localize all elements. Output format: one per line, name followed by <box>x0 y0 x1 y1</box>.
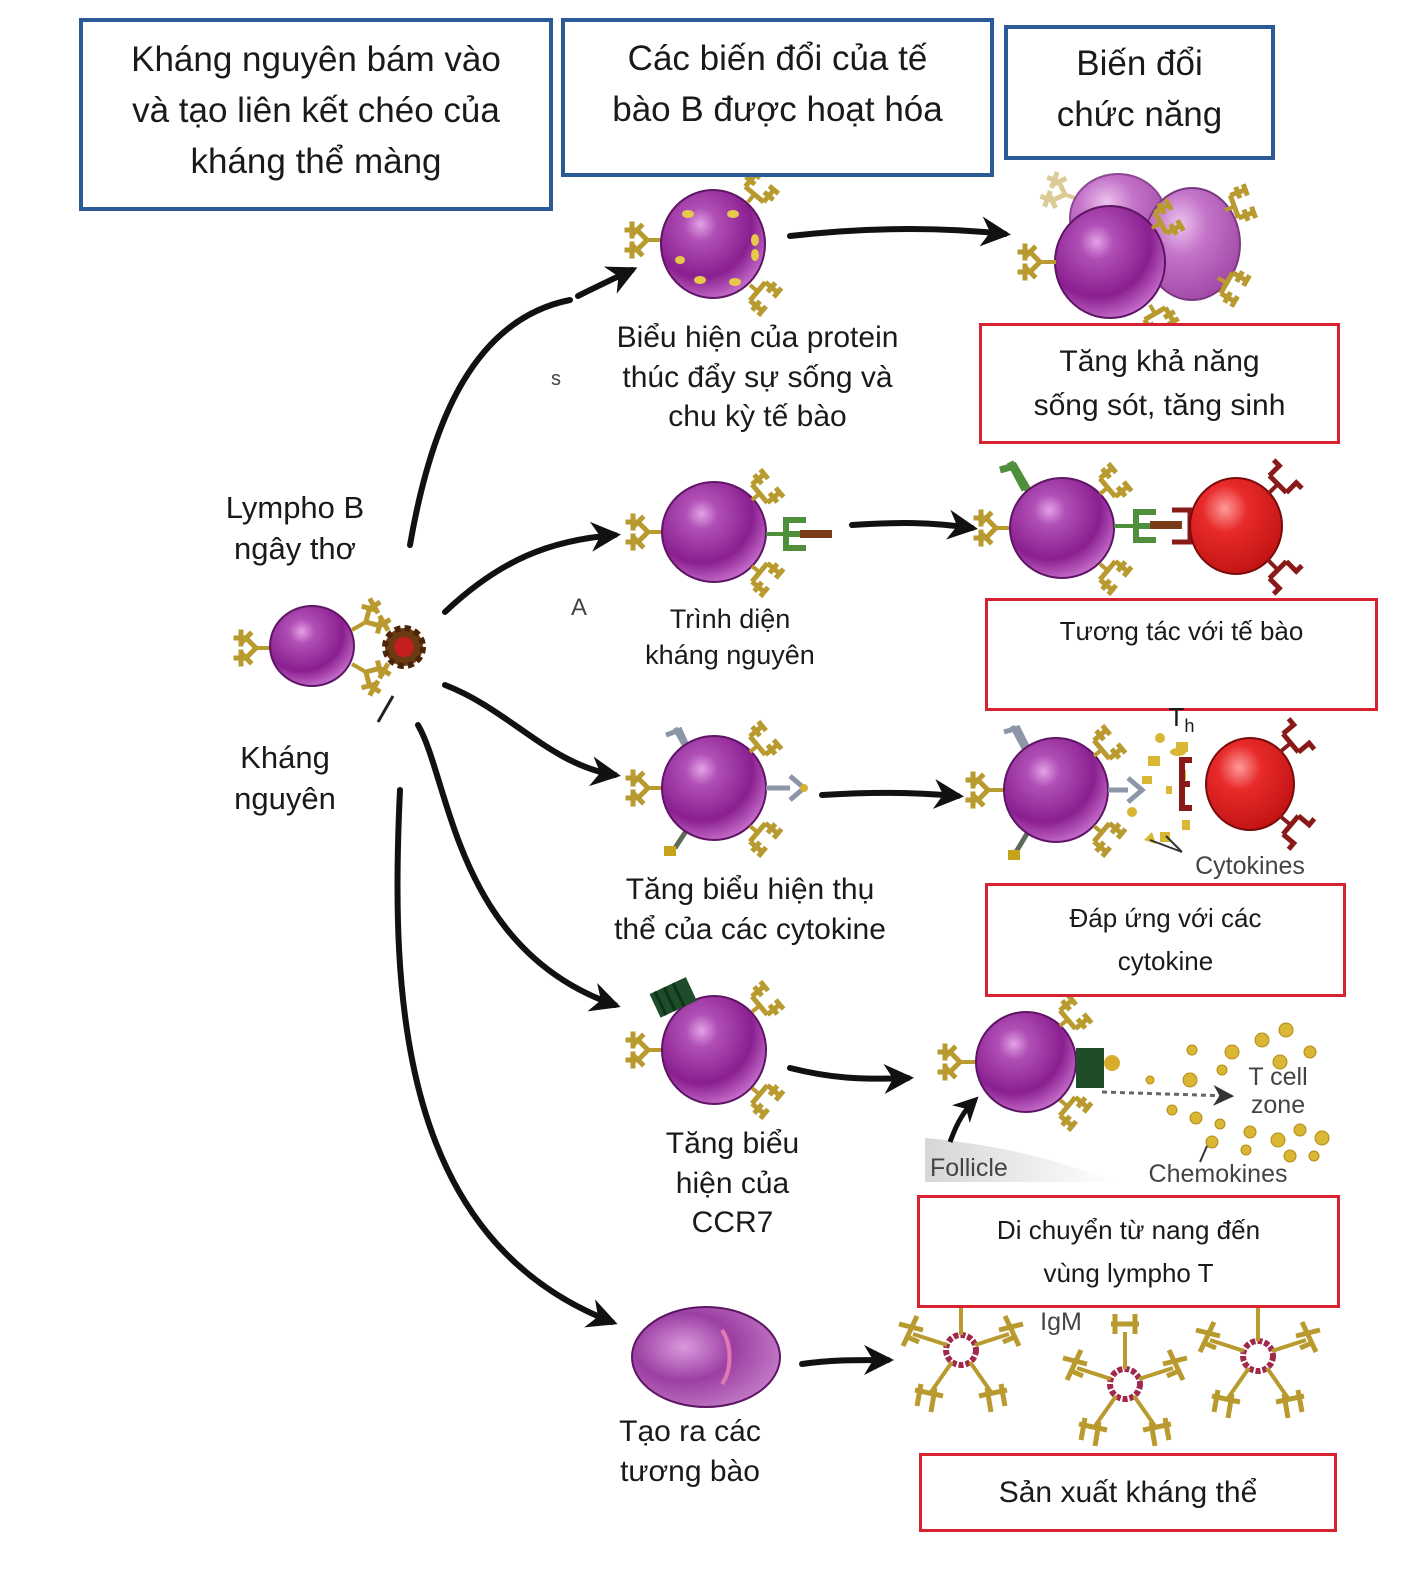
b-cell-t-cell-interaction <box>976 460 1302 594</box>
t-cell-zone-annotation: T cell zone <box>1248 1063 1308 1119</box>
cytokine-pointer <box>1165 835 1183 853</box>
function-th-text: Tương tác với tế bào Th <box>1060 568 1304 742</box>
follicle-arrow <box>947 1096 979 1143</box>
header-functional-changes-text: Biến đổi chức năng <box>1056 43 1223 134</box>
function-survival-proliferation: Tăng khả năng sống sót, tăng sinh <box>979 323 1340 444</box>
function-antibody-text: Sản xuất kháng thể <box>998 1475 1258 1509</box>
activated-b-cell-ccr7 <box>628 977 783 1118</box>
step-antigen-presentation: Trình diện kháng nguyên <box>645 604 815 670</box>
follicle-region <box>925 1138 1115 1182</box>
function-survival-text: Tăng khả năng sống sót, tăng sinh <box>1033 345 1286 422</box>
function-th-t: T <box>1168 702 1185 733</box>
stray-letter-s: s <box>551 368 561 390</box>
function-cytokine-text: Đáp ứng với các cytokine <box>1069 903 1262 976</box>
arrow-survival-result <box>787 216 1011 247</box>
activated-b-cell-survival <box>627 171 781 316</box>
function-migration-text: Di chuyển từ nang đến vùng lympho T <box>996 1214 1261 1288</box>
cytokine-pointer <box>1149 839 1183 853</box>
arrow-to-ccr7 <box>415 722 621 1012</box>
arrow-cytokine-result <box>819 779 964 809</box>
arrow-to-cytokine-receptor <box>442 682 621 787</box>
activated-b-cell-cytokine-receptors <box>628 721 808 856</box>
arrow-presentation-result <box>849 509 978 540</box>
function-th-main: Tương tác với tế bào <box>1059 616 1304 647</box>
header-antigen-binding: Kháng nguyên bám vào và tạo liên kết ché… <box>79 18 553 211</box>
follicle-annotation: Follicle <box>930 1154 1008 1182</box>
mhc-peptide-icon <box>766 517 832 551</box>
header-activated-b-changes-text: Các biến đổi của tế bào B được hoạt hóa <box>612 38 943 129</box>
step-ccr7-expression: Tăng biểu hiện của CCR7 <box>665 1127 800 1240</box>
function-migration: Di chuyển từ nang đến vùng lympho T <box>917 1195 1340 1308</box>
naive-b-cell-label: Lympho B ngây thơ <box>225 490 365 566</box>
header-functional-changes: Biến đổi chức năng <box>1004 25 1275 160</box>
stray-letter-a: A <box>570 594 587 621</box>
b-cell-cytokine-response <box>968 719 1314 860</box>
function-th-sub: h <box>1184 716 1195 737</box>
chemokine-particles <box>1145 1022 1330 1163</box>
antigen-label: Kháng nguyên <box>234 740 336 816</box>
header-activated-b-changes: Các biến đổi của tế bào B được hoạt hóa <box>561 18 994 177</box>
function-th-interaction: Tương tác với tế bào Th <box>985 598 1378 736</box>
activated-b-cell-presenting <box>628 469 832 596</box>
naive-b-cell <box>236 598 426 696</box>
arrow-to-plasma-cell <box>394 787 618 1328</box>
arrow-ccr7-result <box>787 1064 914 1094</box>
arrow-plasma-result <box>799 1345 894 1376</box>
function-cytokine-response: Đáp ứng với các cytokine <box>985 883 1346 997</box>
ccr7-receptor-icon <box>649 977 697 1018</box>
antigen-icon <box>382 625 426 669</box>
chemokines-annotation: Chemokines <box>1148 1160 1288 1188</box>
igm-annotation: IgM <box>1040 1308 1082 1336</box>
arrow-to-survival <box>407 270 632 548</box>
migration-dotted-arrow <box>1101 1084 1235 1106</box>
pathway-arrows <box>394 216 1011 1376</box>
arrow-to-presentation <box>442 521 621 615</box>
plasma-cell <box>631 1306 781 1408</box>
step-survival-proteins: Biểu hiện của protein thúc đẩy sự sống v… <box>616 321 899 434</box>
step-plasma-cells: Tạo ra các tương bào <box>619 1415 761 1488</box>
chemokine-pointer <box>1199 1145 1208 1163</box>
b-cell-migration <box>925 995 1330 1182</box>
antigen-pointer-line <box>376 695 395 723</box>
step-cytokine-receptors: Tăng biểu hiện thụ thể của các cytokine <box>614 873 886 946</box>
proliferating-b-cells <box>1020 173 1256 337</box>
cytokines-annotation: Cytokines <box>1195 852 1305 880</box>
header-antigen-binding-text: Kháng nguyên bám vào và tạo liên kết ché… <box>131 40 501 181</box>
function-antibody-production: Sản xuất kháng thể <box>919 1453 1337 1532</box>
